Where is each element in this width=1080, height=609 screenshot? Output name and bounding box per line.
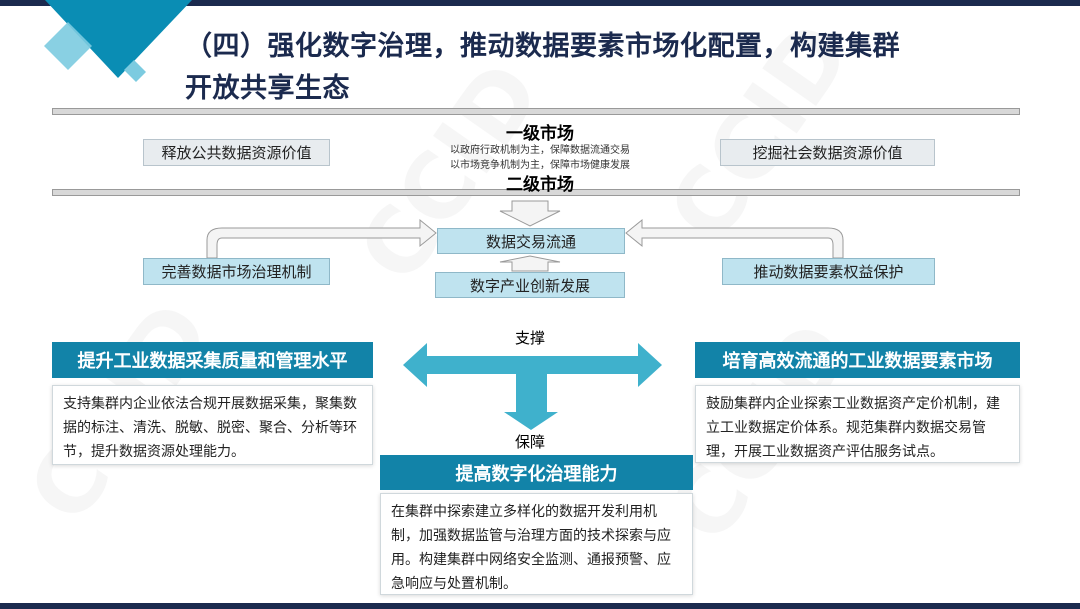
up-arrow-icon bbox=[499, 255, 561, 272]
divider-top bbox=[52, 108, 1020, 115]
flow-arrows bbox=[206, 200, 844, 272]
social-data-value-box: 挖掘社会数据资源价值 bbox=[720, 139, 935, 166]
top-bar bbox=[0, 0, 1080, 6]
page-title-line1: （四）强化数字治理，推动数据要素市场化配置，构建集群 bbox=[185, 31, 900, 62]
guarantee-label: 保障 bbox=[514, 433, 545, 451]
primary-market-label: 一级市场 bbox=[506, 124, 574, 144]
center-panel-header: 提高数字化治理能力 bbox=[380, 455, 693, 490]
bottom-bar bbox=[0, 603, 1080, 609]
page-title-line2: 开放共享生态 bbox=[185, 73, 350, 104]
down-arrow-icon bbox=[499, 200, 561, 227]
data-trading-box: 数据交易流通 bbox=[437, 228, 625, 254]
secondary-market-label: 二级市场 bbox=[506, 175, 574, 195]
market-governance-box: 完善数据市场治理机制 bbox=[143, 258, 330, 285]
left-panel-body: 支持集群内企业依法合规开展数据采集，聚集数据的标注、清洗、脱敏、脱密、聚合、分析… bbox=[52, 385, 373, 465]
market-desc-2: 以市场竞争机制为主，保障市场健康发展 bbox=[450, 160, 630, 171]
divider-bottom bbox=[52, 189, 1020, 196]
left-panel-header: 提升工业数据采集质量和管理水平 bbox=[52, 342, 373, 378]
market-desc-1: 以政府行政机制为主，保障数据流通交易 bbox=[450, 145, 630, 156]
support-label: 支撑 bbox=[514, 329, 545, 347]
logo-diamonds bbox=[44, 0, 192, 82]
rights-protection-box: 推动数据要素权益保护 bbox=[722, 258, 935, 285]
right-panel-header: 培育高效流通的工业数据要素市场 bbox=[695, 342, 1020, 378]
left-curved-arrow-icon bbox=[625, 218, 844, 259]
center-panel-body: 在集群中探索建立多样化的数据开发利用机制，加强数据监管与治理方面的技术探索与应用… bbox=[380, 493, 693, 595]
right-panel-body: 鼓励集群内企业探索工业数据资产定价机制，建立工业数据定价体系。规范集群内数据交易… bbox=[695, 385, 1020, 463]
right-curved-arrow-icon bbox=[206, 218, 437, 259]
tee-arrow-icon bbox=[403, 343, 662, 430]
digital-industry-box: 数字产业创新发展 bbox=[435, 272, 625, 298]
public-data-value-box: 释放公共数据资源价值 bbox=[143, 139, 330, 166]
